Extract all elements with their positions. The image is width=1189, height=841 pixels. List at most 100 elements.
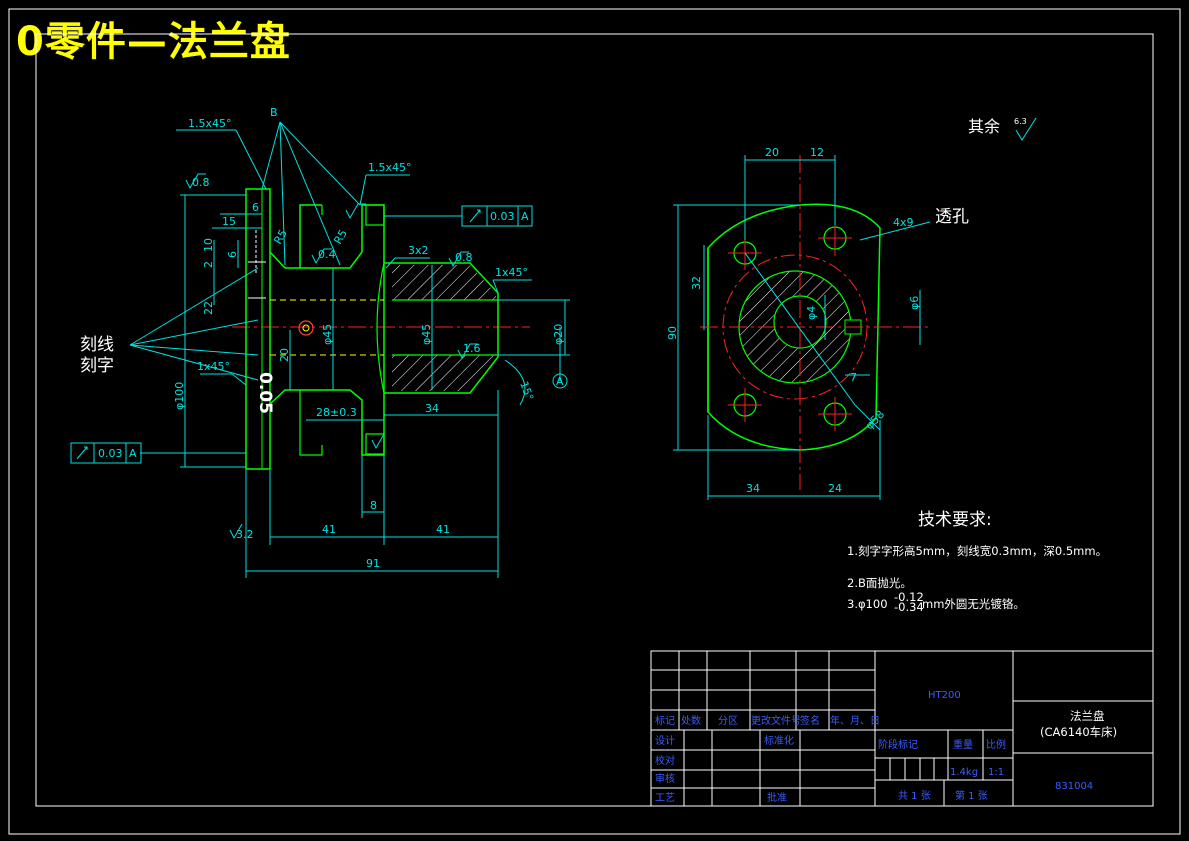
end-dim-phi6: φ6 (908, 296, 921, 310)
title-block (650, 650, 1154, 807)
datum-a-symbol: A (552, 373, 568, 389)
datum-a-text: A (556, 375, 564, 388)
end-view-labels: 20 12 32 90 4x9 φ6 φ4 7 φ58 34 24 透孔 其余 … (666, 117, 1027, 495)
tb-material: HT200 (928, 690, 961, 701)
tb-weight: 1.4kg (950, 767, 978, 778)
tb-part-name: 法兰盘 (1070, 709, 1105, 723)
end-dim-34: 34 (746, 482, 760, 495)
title-block-text: 标记 处数 分区 更改文件号 签名 年、月、日 设计 标准化 校对 审核 工艺 … (655, 690, 1117, 804)
dim-1x45-left: 1x45° (197, 360, 230, 373)
tb-weight-label: 重量 (953, 738, 973, 751)
dim-28: 28±0.3 (316, 406, 357, 419)
end-dim-7: 7 (850, 371, 857, 384)
tech-item-3-prefix: 3.φ100 (847, 597, 888, 611)
dim-1x45-right: 1x45° (495, 266, 528, 279)
dim-8: 8 (370, 499, 377, 512)
tech-item-2: 2.B面抛光。 (847, 576, 912, 590)
inner-frame (35, 33, 1154, 807)
outer-frame (8, 8, 1181, 835)
tol-top-value: 0.03 (490, 210, 515, 223)
dim-15: 15 (222, 215, 236, 228)
tb-review: 审核 (655, 772, 675, 785)
dim-phi100: φ100 (173, 382, 186, 410)
end-dim-90: 90 (666, 326, 679, 340)
dim-41a: 41 (322, 523, 336, 536)
tech-heading: 技术要求: (918, 510, 992, 530)
dim-41b: 41 (436, 523, 450, 536)
tol-top-datum: A (521, 210, 529, 223)
end-dim-20: 20 (765, 146, 779, 159)
tb-col-zone: 分区 (718, 715, 738, 727)
tb-machine: (CA6140车床) (1040, 725, 1117, 739)
tb-col-sign: 签名 (800, 714, 820, 727)
end-dim-12: 12 (810, 146, 824, 159)
tolerance-frame-top: 0.03 A (461, 205, 533, 227)
end-dim-4x9: 4x9 (893, 216, 914, 229)
dim-phi45: φ45 (321, 324, 334, 345)
dim-phi45b: φ45 (420, 324, 433, 345)
engrave-char-label: 刻字 (80, 356, 114, 376)
tb-design: 设计 (655, 734, 675, 747)
tech-item-3-sub: -0.34 (894, 600, 924, 614)
chamfer-top-left: 1.5x45° (188, 117, 232, 130)
tb-col-date: 年、月、日 (830, 714, 880, 727)
datum-b-label: B (270, 106, 278, 119)
tb-scale: 1:1 (988, 767, 1004, 778)
tb-col-qty: 处数 (681, 714, 701, 727)
end-dim-phi4: φ4 (805, 306, 818, 320)
tol-bottom-value: 0.03 (98, 447, 123, 460)
end-dim-phi58: φ58 (863, 408, 887, 432)
dim-2: 2 (202, 261, 215, 268)
technical-requirements: 技术要求: 1.刻字字形高5mm，刻线宽0.3mm，深0.5mm。 2.B面抛光… (847, 510, 1107, 614)
dim-15deg: 15° (517, 380, 536, 403)
engraved-number: 0.05 (255, 372, 275, 414)
dim-6b: 6 (226, 251, 239, 258)
rough-04: 0.4 (318, 248, 336, 261)
engrave-line-label: 刻线 (80, 335, 114, 355)
remaining-roughness-label: 其余 (968, 117, 1000, 136)
roughness-symbols (185, 117, 1037, 540)
rough-08b: 0.8 (455, 251, 473, 264)
dim-phi20: φ20 (552, 324, 565, 345)
chamfer-top-right: 1.5x45° (368, 161, 412, 174)
tb-standard: 标准化 (764, 734, 794, 747)
tb-drawing-no: 831004 (1055, 781, 1093, 792)
remaining-roughness-value: 6.3 (1014, 117, 1027, 126)
tb-approve: 批准 (767, 791, 787, 804)
dim-34: 34 (425, 402, 439, 415)
tb-sheets-total: 共 1 张 (898, 790, 931, 802)
section-view (232, 188, 530, 470)
dim-r5b: R5 (331, 227, 350, 246)
section-dimensions (129, 121, 570, 578)
rough-16: 1.6 (463, 342, 481, 355)
tech-item-3-sup: -0.12 (894, 590, 924, 604)
rough-32: 3.2 (236, 528, 254, 541)
dim-10: 10 (202, 238, 215, 252)
dim-6: 6 (252, 201, 259, 214)
tb-stage-mark: 阶段标记 (878, 738, 918, 751)
end-view (700, 155, 930, 490)
tech-item-1: 1.刻字字形高5mm，刻线宽0.3mm，深0.5mm。 (847, 544, 1107, 558)
dim-r5a: R5 (271, 227, 290, 246)
tb-sheet-no: 第 1 张 (955, 789, 988, 802)
dim-91: 91 (366, 557, 380, 570)
end-dim-32: 32 (690, 276, 703, 290)
tolerance-frame-bottom: 0.03 A (70, 442, 142, 464)
tol-bottom-datum: A (129, 447, 137, 460)
tech-item-3-suffix: mm外圆无光镀铬。 (922, 597, 1025, 611)
dim-22: 22 (202, 301, 215, 315)
page-title: 0零件—法兰盘 (16, 19, 291, 65)
section-labels: B 1.5x45° 1.5x45° 6 15 10 2 6 22 R5 R5 3… (80, 106, 565, 570)
rough-08a: 0.8 (192, 176, 210, 189)
through-hole-label: 透孔 (935, 207, 969, 227)
dim-3x2: 3x2 (408, 244, 429, 257)
end-view-dimensions (673, 155, 931, 500)
tb-col-mark: 标记 (655, 715, 675, 727)
tb-check: 校对 (655, 754, 675, 767)
tb-col-doc: 更改文件号 (751, 714, 801, 727)
tb-scale-label: 比例 (986, 738, 1006, 751)
tb-process: 工艺 (655, 792, 675, 804)
end-dim-24: 24 (828, 482, 842, 495)
dim-20: 20 (278, 348, 291, 362)
